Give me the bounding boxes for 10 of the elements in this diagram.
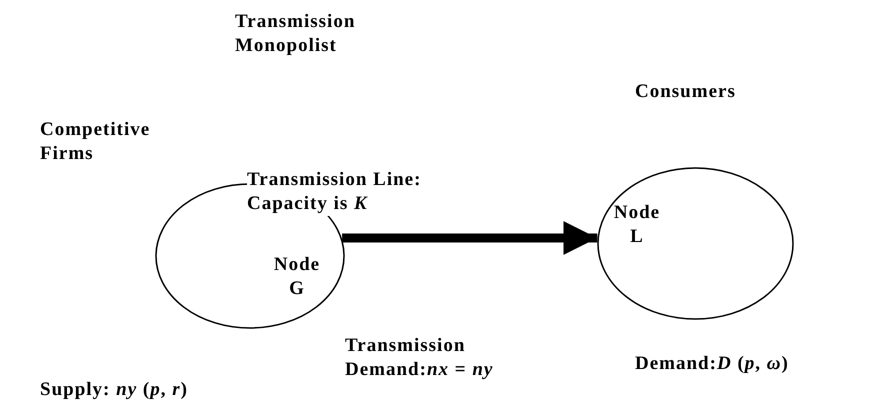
node-caption: Demand:D (p, ω) — [635, 352, 790, 376]
node-ellipse — [597, 167, 794, 320]
node-caption: Supply: ny (p, r) — [40, 378, 189, 402]
node-label: Node G — [272, 253, 322, 301]
node-label: Node L — [612, 201, 662, 249]
text-label: Transmission Demand:nx = ny — [345, 334, 494, 382]
arrow — [342, 221, 598, 255]
text-label: Transmission Monopolist — [235, 10, 356, 58]
node-caption: Competitive Firms — [40, 118, 152, 166]
node-caption: Consumers — [635, 80, 737, 104]
